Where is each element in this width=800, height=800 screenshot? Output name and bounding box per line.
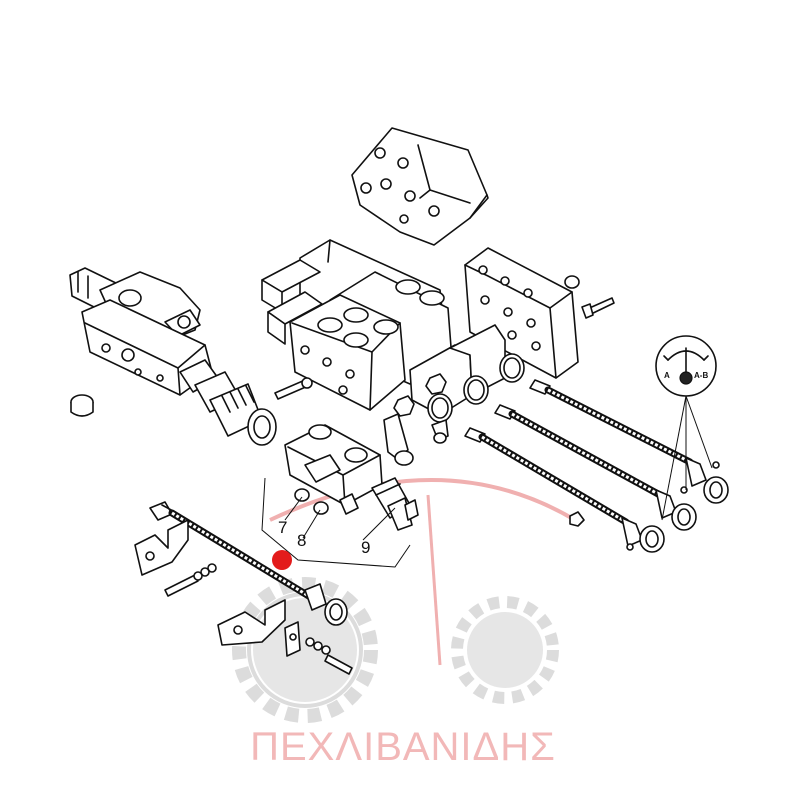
- bolt-washers-left: [164, 563, 217, 597]
- clamp-plate: [284, 621, 301, 657]
- valve-block-stack: [261, 239, 525, 466]
- callout-bracket: [261, 477, 411, 568]
- watermark-gear-left: [232, 577, 378, 723]
- watermark-gear-right: [451, 596, 559, 704]
- lever-direction-gauge: A A-B: [655, 335, 717, 521]
- o-ring-right: [564, 275, 580, 289]
- top-cover-plate: [351, 127, 489, 246]
- small-nuts-right: [569, 461, 720, 551]
- bolt-washers-lower: [305, 637, 353, 675]
- inlet-section-left: [69, 267, 277, 446]
- control-cable-right-2: [494, 404, 697, 531]
- callout-label-8: 8: [297, 531, 306, 550]
- bolt-right: [581, 297, 615, 319]
- watermark-logo: ΠΕΧΛΙΒΑΝΙΔΗΣ: [232, 478, 577, 769]
- cable-bracket-upper: [134, 519, 189, 576]
- location-marker-dot: [272, 550, 292, 570]
- plug-small: [339, 493, 419, 521]
- watermark-arc: [269, 478, 577, 522]
- cable-bracket-lower: [217, 599, 286, 646]
- callout-label-7: 7: [278, 518, 287, 537]
- sub-valve-assembly: [284, 424, 413, 531]
- gauge-label-a: A: [664, 371, 670, 380]
- control-cable-right-3: [464, 427, 665, 553]
- callout-label-9: 9: [361, 538, 370, 557]
- control-cable-right-1: [529, 379, 729, 504]
- watermark-stripe: [426, 494, 442, 666]
- o-ring-7: [294, 488, 310, 502]
- gauge-label-ab: A-B: [694, 371, 708, 380]
- watermark-brand-text: ΠΕΧΛΙΒΑΝΙΔΗΣ: [250, 725, 556, 769]
- control-cable-lower: [149, 501, 348, 626]
- end-plate-right: [464, 247, 579, 379]
- o-ring-8: [313, 501, 329, 515]
- plug-cap-left: [70, 394, 94, 417]
